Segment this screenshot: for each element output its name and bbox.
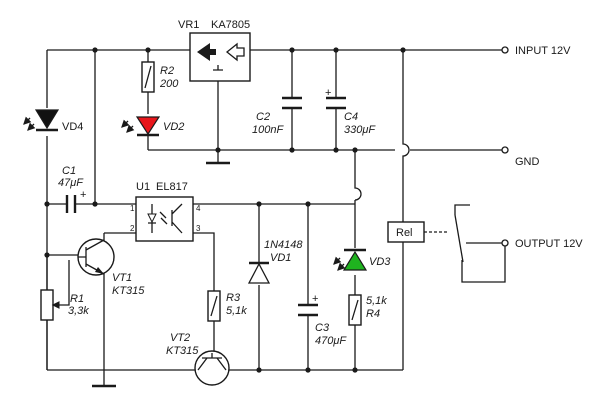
u1-pin4: 4: [196, 204, 201, 213]
c2-value: 100nF: [252, 124, 284, 136]
c2-capacitor: [282, 96, 302, 110]
r2-slash: [144, 65, 152, 89]
r2-ref: R2: [160, 65, 174, 77]
u1-ref: U1: [136, 181, 150, 193]
vd1-ref: VD1: [270, 252, 291, 264]
r1-ref: R1: [70, 293, 84, 305]
vr1-regulator: [189, 32, 251, 82]
c1-value: 47μF: [58, 177, 84, 189]
vt1-transistor: [77, 238, 115, 276]
vd4-led: [23, 109, 60, 132]
r4-ref: R4: [366, 308, 380, 320]
c4-plus: +: [325, 87, 331, 99]
u1-pin1: 1: [130, 204, 135, 213]
gnd-label: GND: [515, 156, 540, 168]
c3-capacitor: [298, 303, 318, 317]
r3-value: 5,1k: [226, 305, 247, 317]
u1-part: EL817: [156, 181, 188, 193]
vd2-led: [121, 116, 161, 137]
vd3-ref: VD3: [369, 256, 391, 268]
c3-plus: +: [312, 293, 318, 305]
vd1-part: 1N4148: [264, 239, 303, 251]
vd1-diode: [247, 245, 271, 284]
c2-ref: C2: [256, 111, 270, 123]
input-label: INPUT 12V: [515, 45, 571, 57]
c4-value: 330μF: [344, 124, 376, 136]
c1-plus: +: [80, 189, 86, 201]
vt2-transistor: [194, 350, 230, 386]
r1-value: 3,3k: [68, 305, 89, 317]
r4-resistor: [348, 294, 362, 326]
c3-ref: C3: [315, 322, 330, 334]
relay: [387, 214, 464, 263]
c4-capacitor: [326, 96, 346, 110]
c1-ref: C1: [62, 165, 76, 177]
r2-value: 200: [159, 78, 179, 90]
vd3-led: [333, 248, 368, 271]
terminals: [501, 46, 509, 247]
vt2-ref: VT2: [170, 332, 190, 344]
vt1-ref: VT1: [112, 272, 132, 284]
vd4-ref: VD4: [62, 121, 83, 133]
r4-value: 5,1k: [366, 295, 387, 307]
vd2-ref: VD2: [163, 121, 184, 133]
r3-resistor: [207, 290, 221, 322]
vr1-ref: VR1: [178, 19, 199, 31]
vr1-part: KA7805: [211, 19, 250, 31]
c3-value: 470μF: [315, 335, 347, 347]
u1-pin2: 2: [130, 224, 135, 233]
r3-ref: R3: [226, 292, 241, 304]
wires: [46, 49, 506, 385]
r1-resistor: [40, 289, 60, 321]
vt2-part: KT315: [166, 345, 199, 357]
u1-pin3: 3: [196, 224, 201, 233]
c4-ref: C4: [344, 111, 358, 123]
output-label: OUTPUT 12V: [515, 238, 583, 250]
c1-capacitor: [65, 195, 77, 213]
vt1-part: KT315: [112, 285, 145, 297]
relay-ref: Rel: [396, 227, 413, 239]
u1-optocoupler: [135, 196, 194, 242]
